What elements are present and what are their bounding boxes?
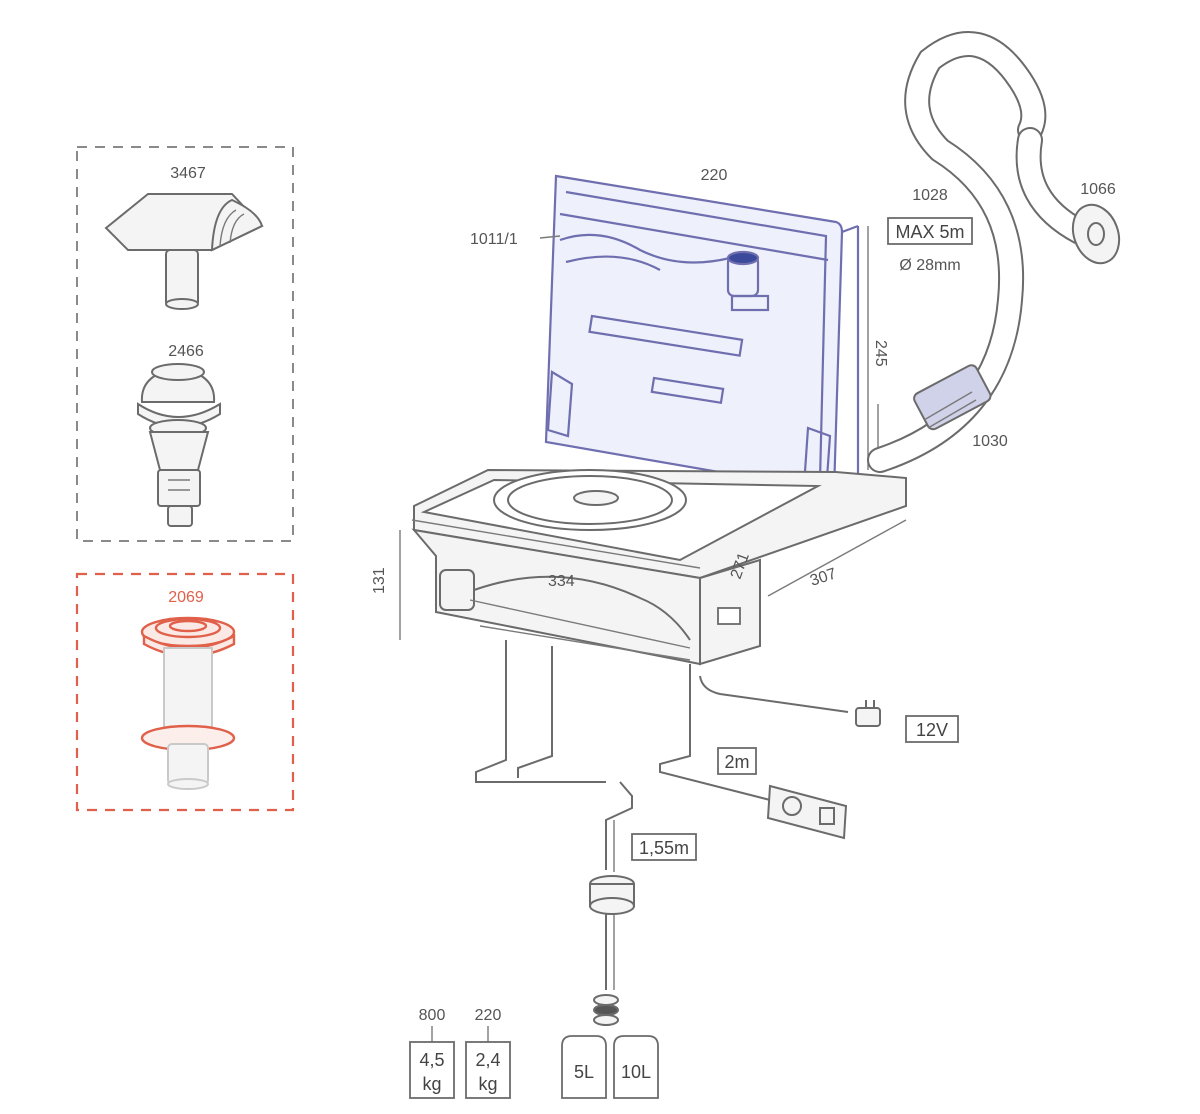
mushroom-vent-code: 2466: [168, 343, 204, 360]
cowl-code: 3467: [170, 165, 206, 182]
fuel-line-tag: [631, 833, 697, 861]
duct-max-length: MAX 5m: [895, 222, 964, 242]
duct-diameter: Ø 28mm: [899, 257, 960, 274]
weight-box-1: [409, 1041, 455, 1099]
power-plug-icon: [855, 700, 881, 727]
length-dim: 307: [808, 565, 839, 589]
fuel-pump: [589, 875, 635, 915]
fuel-line-code: 1011/1: [470, 231, 518, 248]
lid-code: 220: [701, 167, 728, 184]
duct-label: 1028: [912, 187, 948, 204]
tank-10l: [613, 1035, 659, 1099]
watt-spec-1: 800: [419, 1007, 446, 1024]
watt-spec-2: 220: [475, 1007, 502, 1024]
outlet-code: 1066: [1080, 181, 1116, 198]
control-panel: [766, 784, 848, 840]
fuel-and-control-lines: [475, 640, 849, 990]
weight-unit-2: kg: [478, 1074, 497, 1094]
cowl-vent-part: [104, 193, 264, 310]
through-hull-flange-part: [140, 616, 236, 790]
fuel-line-length: 1,55m: [639, 838, 689, 858]
control-cable-length: 2m: [724, 752, 749, 772]
weight-box-2: [465, 1041, 511, 1099]
tank-5l-label: 5L: [574, 1062, 594, 1082]
selected-part-panel: [75, 572, 295, 812]
weight-unit-1: kg: [422, 1074, 441, 1094]
air-duct-hose: [867, 31, 1121, 473]
depth-dim: 334: [548, 573, 575, 590]
fuel-pickup: [593, 994, 619, 1026]
heat-element-code: 1030: [972, 433, 1008, 450]
lid-height-dim: 245: [872, 340, 889, 367]
heater-body: [411, 468, 907, 666]
power-voltage: 12V: [916, 720, 948, 740]
weight-value-2: 2,4: [475, 1050, 500, 1070]
tank-10l-label: 10L: [621, 1062, 651, 1082]
tank-5l: [561, 1035, 607, 1099]
height-dim: 131: [371, 567, 388, 594]
heater-lid: [544, 174, 860, 494]
control-cable-tag: [717, 747, 757, 775]
accessory-panel: [76, 146, 294, 542]
mushroom-vent-part: [137, 363, 221, 527]
selected-flange-code: 2069: [168, 589, 204, 606]
power-tag: [905, 715, 959, 743]
weight-value-1: 4,5: [419, 1050, 444, 1070]
